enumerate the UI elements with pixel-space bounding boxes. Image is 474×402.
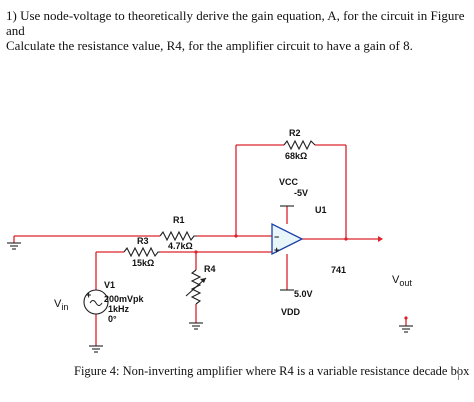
r3-value: 15kΩ — [132, 258, 154, 268]
v1-name: V1 — [104, 280, 115, 290]
vcc-name: VCC — [279, 177, 299, 187]
text-cursor — [458, 367, 459, 380]
question-line-1: 1) Use node-voltage to theoretically der… — [6, 8, 465, 38]
r4-name: R4 — [204, 264, 216, 274]
ground-vout-icon — [399, 325, 413, 333]
resistor-r3-symbol — [123, 246, 160, 258]
source-plus-sign: + — [86, 290, 91, 300]
noninverting-input-sign: + — [274, 245, 279, 255]
opamp-model: 741 — [331, 265, 346, 275]
question-text: 1) Use node-voltage to theoretically der… — [6, 8, 468, 53]
ground-left-icon — [7, 242, 21, 250]
opamp-name: U1 — [315, 205, 327, 215]
ac-source-circle — [83, 289, 109, 315]
vin-label: Vin — [54, 298, 68, 312]
v1-amplitude: 200mVpk — [104, 294, 145, 304]
r2-value: 68kΩ — [285, 151, 307, 161]
vout-sub: out — [399, 278, 412, 288]
vcc-value: -5V — [294, 188, 308, 198]
resistor-r2-symbol — [283, 139, 316, 151]
ground-r4-icon — [189, 322, 203, 330]
r3-name: R3 — [137, 236, 149, 246]
vout-main: V — [392, 274, 400, 286]
ground-source-icon — [89, 345, 103, 353]
inverting-input-sign: − — [274, 232, 279, 242]
output-arrow-icon — [378, 236, 383, 242]
variable-resistor-arrow-head — [200, 278, 206, 283]
op-amp: − + — [271, 222, 304, 256]
r2-name: R2 — [289, 128, 301, 138]
grounds — [7, 242, 413, 353]
vin-main: V — [54, 298, 62, 310]
resistor-r1-symbol — [159, 230, 197, 242]
v1-source: + — [83, 289, 109, 315]
vout-probe-dot — [404, 316, 408, 320]
wires — [13, 144, 407, 346]
v1-phase: 0° — [108, 314, 117, 324]
sine-wave-icon — [89, 300, 103, 306]
vout-label: Vout — [392, 274, 412, 288]
figure-caption: Figure 4: Non-inverting amplifier where … — [74, 364, 470, 378]
junction-dots — [194, 234, 348, 254]
r1-value: 4.7kΩ — [168, 241, 193, 251]
op-amp-triangle — [271, 222, 304, 256]
r1-name: R1 — [173, 215, 185, 225]
vin-sub: in — [61, 302, 68, 312]
v1-frequency: 1kHz — [108, 304, 130, 314]
question-line-2: Calculate the resistance value, R4, for … — [6, 38, 413, 53]
vdd-value: 5.0V — [294, 289, 313, 299]
vdd-name: VDD — [281, 307, 301, 317]
